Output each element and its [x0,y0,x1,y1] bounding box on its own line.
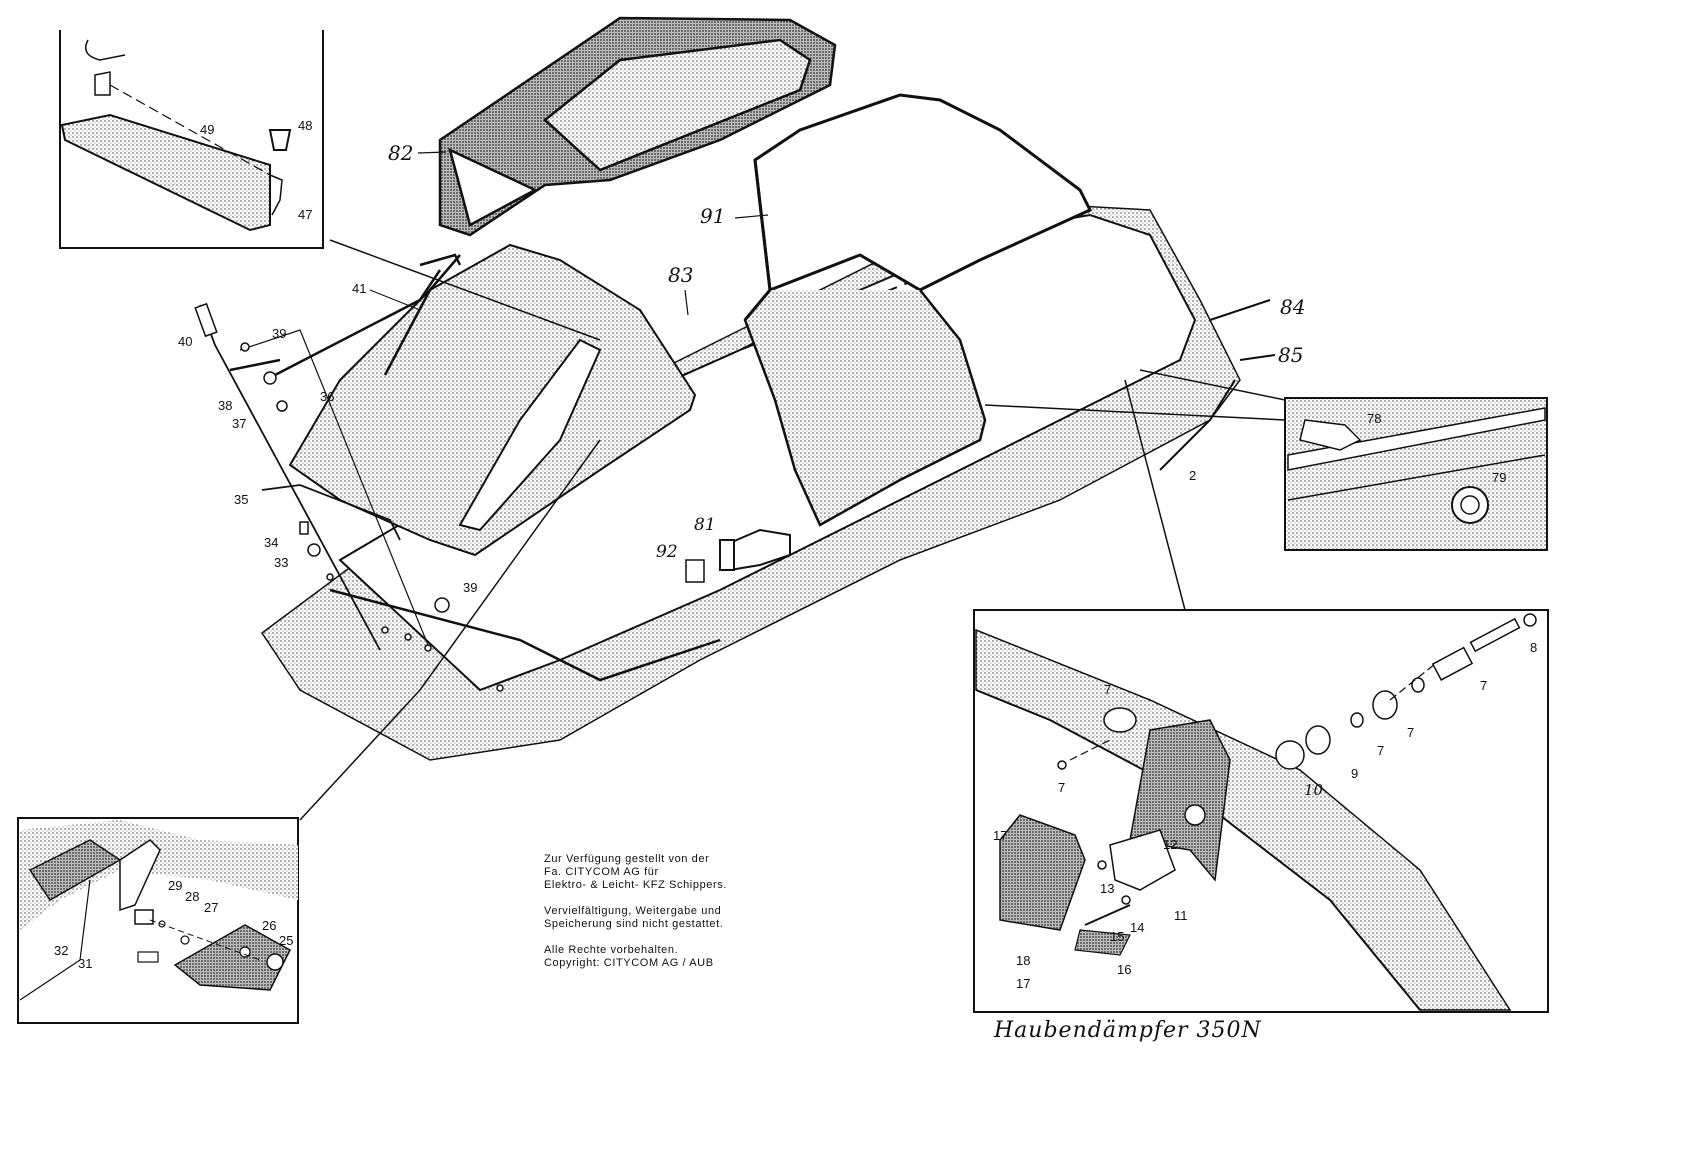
inset-hood-damper [973,609,1549,1013]
soft-top-part-82 [438,16,837,237]
canopy-cover-part-91 [743,93,1093,527]
callout-39-bottom: 39 [463,580,477,595]
callout-17-top: 17 [993,828,1007,843]
callout-15: 15 [1110,929,1124,944]
callout-13: 13 [1100,881,1114,896]
callout-34: 34 [264,535,278,550]
callout-92: 92 [656,542,678,562]
copyright-line: Elektro- & Leicht- KFZ Schippers. [544,879,728,891]
callout-82: 82 [388,141,413,165]
callout-7-b: 7 [1480,678,1487,693]
inset-leader-lines [299,239,1286,821]
copyright-line: Fa. CITYCOM AG für [544,866,659,878]
inset-sun-visor [59,30,324,249]
callout-33: 33 [274,555,288,570]
callout-36: 36 [320,389,334,404]
callout-48: 48 [298,118,312,133]
callout-7-e: 7 [1058,780,1065,795]
copyright-block-3: Alle Rechte vorbehalten. Copyright: CITY… [544,944,804,970]
callout-35: 35 [234,492,248,507]
callout-26: 26 [262,918,276,933]
inset-hood-latch [17,817,299,1024]
callout-38: 38 [218,398,232,413]
copyright-line: Copyright: CITYCOM AG / AUB [544,957,714,969]
callout-28: 28 [185,889,199,904]
callout-10: 10 [1304,781,1324,799]
side-strip-part-2 [1159,299,1276,471]
callout-25: 25 [279,933,293,948]
callout-91: 91 [700,204,725,228]
copyright-block-1: Zur Verfügung gestellt von der Fa. CITYC… [544,853,804,892]
callout-18: 18 [1016,953,1030,968]
callout-78: 78 [1367,411,1381,426]
callout-8: 8 [1530,640,1537,655]
callout-47: 47 [298,207,312,222]
copyright-line: Alle Rechte vorbehalten. [544,944,679,956]
callout-9: 9 [1351,766,1358,781]
plate-part-92 [685,559,705,583]
callout-39-top: 39 [272,326,286,341]
callout-49: 49 [200,122,214,137]
callout-2: 2 [1189,468,1196,483]
callout-85: 85 [1278,343,1303,367]
callout-81: 81 [694,515,716,535]
callout-40: 40 [178,334,192,349]
callout-84: 84 [1280,295,1305,319]
callout-labels: 82 91 83 84 85 41 40 39 38 37 36 35 34 3… [54,118,1537,991]
callout-7-d: 7 [1377,743,1384,758]
callout-11: 11 [1174,908,1188,923]
copyright-notice: Zur Verfügung gestellt von der Fa. CITYC… [544,853,804,983]
callout-79: 79 [1492,470,1506,485]
small-fasteners [194,302,450,613]
inset-clips-78-79 [1284,397,1548,551]
callout-37: 37 [232,416,246,431]
callout-14: 14 [1130,920,1144,935]
copyright-line: Speicherung sind nicht gestattet. [544,918,724,930]
handwritten-caption: Haubendämpfer 350N [994,1018,1262,1043]
exploded-parts-diagram: 82 91 83 84 85 41 40 39 38 37 36 35 34 3… [17,16,1549,1043]
copyright-block-2: Vervielfältigung, Weitergabe und Speiche… [544,905,804,931]
callout-41: 41 [352,281,366,296]
callout-31: 31 [78,956,92,971]
callout-27: 27 [204,900,218,915]
callout-12: 12 [1163,837,1177,852]
frame-mounting-holes [326,573,504,692]
callout-83: 83 [668,263,693,287]
callout-32: 32 [54,943,68,958]
diagram-canvas: 82 91 83 84 85 41 40 39 38 37 36 35 34 3… [17,16,1549,1024]
callout-7-c: 7 [1407,725,1414,740]
mirror-part-81 [719,528,791,572]
callout-17-bottom: 17 [1016,976,1030,991]
copyright-line: Vervielfältigung, Weitergabe und [544,905,722,917]
copyright-line: Zur Verfügung gestellt von der [544,853,710,865]
callout-16: 16 [1117,962,1131,977]
callout-29: 29 [168,878,182,893]
wiper-assembly-part-41 [229,253,462,377]
callout-7-a: 7 [1104,682,1111,697]
